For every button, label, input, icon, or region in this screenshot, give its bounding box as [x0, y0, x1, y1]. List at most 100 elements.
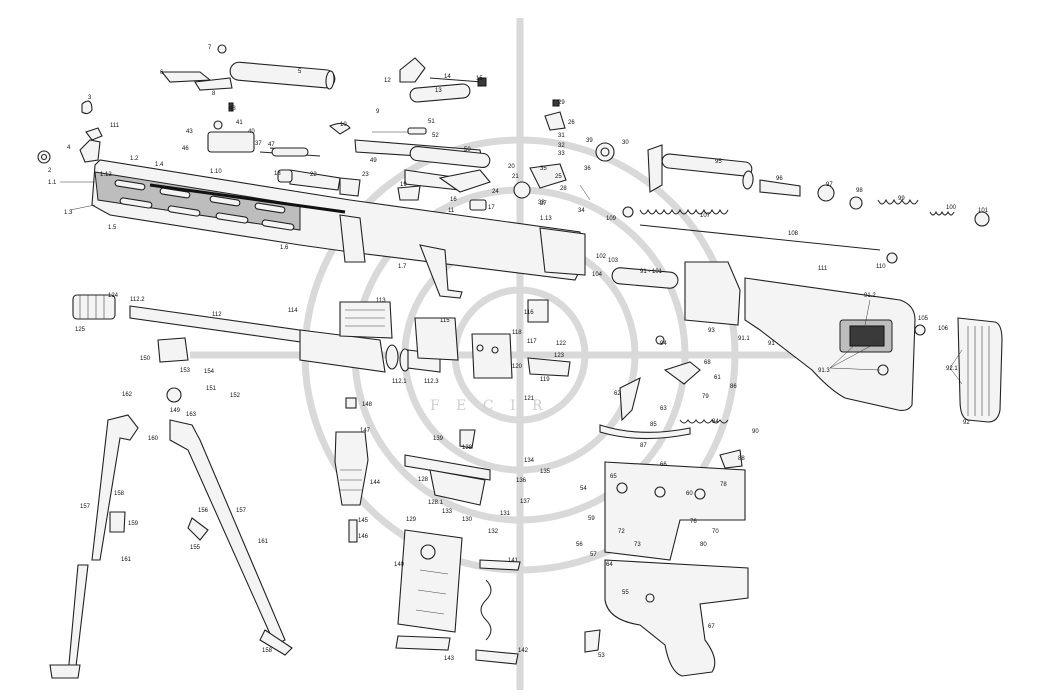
callout-label: 12 [384, 78, 391, 84]
callout-label: 86 [730, 384, 737, 390]
cocking-handle-tube [37, 100, 103, 164]
callout-label: 15 [476, 76, 483, 82]
callout-label: 16 [450, 197, 457, 203]
callout-label: 78 [720, 482, 727, 488]
bipod [49, 337, 293, 679]
callout-label: 32 [558, 143, 565, 149]
callout-label: 115 [440, 318, 450, 324]
callout-label: 157 [80, 504, 91, 510]
callout-label: 121 [524, 396, 535, 402]
callout-label: 139 [433, 436, 444, 442]
callout-label: 158 [262, 648, 273, 654]
callout-label: 117 [527, 339, 537, 345]
buffer-group [513, 99, 990, 264]
callout-label: 1.5 [108, 225, 117, 231]
callout-label: 8 [212, 91, 216, 97]
callout-label: 47 [268, 142, 275, 148]
callout-label: 112.3 [424, 379, 439, 385]
callout-label: 53 [598, 653, 605, 659]
callout-label: 142 [518, 648, 529, 654]
barrel [72, 294, 441, 373]
callout-label: 72 [618, 529, 625, 535]
callout-label: 91 - 101 [640, 269, 663, 275]
buttstock [611, 261, 1003, 423]
callout-label: 66 [660, 462, 667, 468]
callout-label: 108 [788, 231, 799, 237]
callout-label: 22 [310, 172, 317, 178]
callout-label: 76 [690, 519, 697, 525]
callout-label: 101 [978, 208, 989, 214]
callout-label: 124 [108, 293, 119, 299]
watermark-crosshair: F E C I R [190, 18, 850, 690]
callout-label: 148 [362, 402, 373, 408]
callout-label: 119 [540, 377, 550, 383]
callout-label: 9 [376, 109, 380, 115]
callout-label: 10 [340, 122, 347, 128]
callout-label: 1.7 [398, 264, 407, 270]
callout-label: 1.1 [48, 180, 57, 186]
callout-label: 2 [48, 168, 52, 174]
callout-label: 111 [818, 266, 828, 272]
callout-label: 91.1 [738, 336, 750, 342]
callout-label: 34 [578, 208, 585, 214]
callout-label: 17 [488, 205, 495, 211]
callout-label: 114 [288, 308, 298, 314]
callout-label: 151 [206, 386, 217, 392]
callout-label: 135 [540, 469, 551, 475]
callout-label: 21 [512, 174, 519, 180]
callout-label: 37 [255, 141, 262, 147]
callout-label: 93 [708, 328, 715, 334]
callout-label: 40 [248, 129, 255, 135]
callout-label: 91.2 [864, 293, 876, 299]
callout-label: 50 [464, 147, 471, 153]
callout-label: 128 [418, 477, 429, 483]
callout-label: 30 [622, 140, 629, 146]
callout-label: 109 [606, 216, 617, 222]
charging-group [160, 44, 361, 197]
callout-label: 38 [538, 200, 545, 206]
callout-label: 103 [608, 258, 619, 264]
callout-label: 132 [488, 529, 499, 535]
callout-label: 138 [462, 445, 473, 451]
callout-label: 1.12 [100, 172, 112, 178]
callout-label: 158 [114, 491, 125, 497]
callout-label: 141 [508, 558, 519, 564]
callout-label: 73 [634, 542, 641, 548]
callout-label: 31 [558, 133, 565, 139]
callout-label: 122 [556, 341, 567, 347]
callout-label: 153 [180, 368, 191, 374]
bolt-group [328, 57, 491, 211]
magazine-housing [339, 299, 571, 379]
callout-label: 65 [610, 474, 617, 480]
callout-label: 98 [856, 188, 863, 194]
callout-label: 129 [406, 517, 417, 523]
callout-label: 29 [558, 100, 565, 106]
callout-label: 6 [160, 70, 164, 76]
callout-label: 1.2 [130, 156, 139, 162]
callout-label: 24 [492, 189, 499, 195]
callout-label: 161 [121, 557, 132, 563]
callout-label: 23 [362, 172, 369, 178]
callout-label: 105 [918, 316, 929, 322]
callout-label: 100 [946, 205, 957, 211]
callout-label: 92.1 [946, 366, 958, 372]
callout-label: 107 [700, 213, 711, 219]
callout-label: 155 [190, 545, 201, 551]
callout-label: 134 [524, 458, 535, 464]
callout-label: 97 [826, 182, 833, 188]
callout-label: 130 [462, 517, 473, 523]
forward-grip-and-magazine [334, 397, 521, 665]
callout-label: 13 [435, 88, 442, 94]
callout-label: 154 [204, 369, 215, 375]
watermark-text: F E C I R [430, 398, 549, 414]
callout-label: 60 [686, 491, 693, 497]
callout-label: 162 [122, 392, 133, 398]
callout-label: 48 [229, 106, 236, 112]
callout-label: 67 [708, 624, 715, 630]
trigger-group [584, 361, 749, 677]
callout-label: 102 [596, 254, 607, 260]
callout-label: 1.6 [280, 245, 289, 251]
callout-label: 163 [186, 412, 197, 418]
callout-label: 84 [712, 419, 719, 425]
